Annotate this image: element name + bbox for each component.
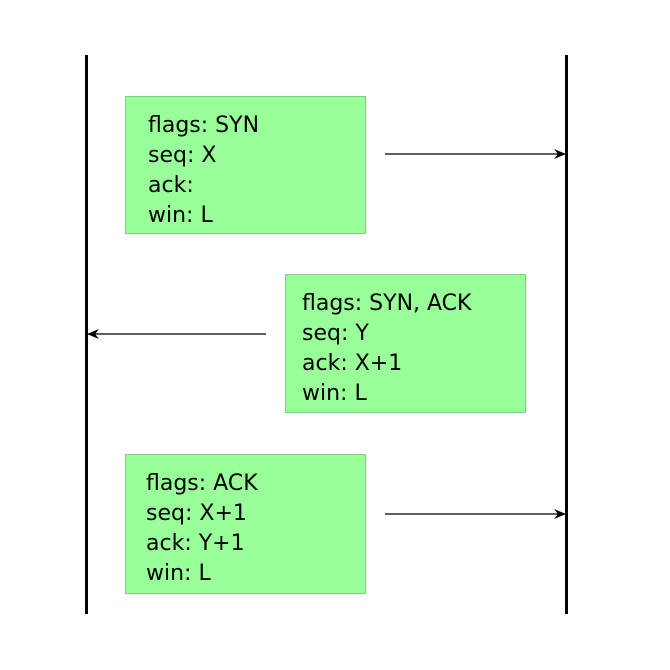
flags-field: flags: SYN, ACK (302, 291, 472, 316)
syn-ack-message-box: flags: SYN, ACK seq: Y ack: X+1 win: L (285, 274, 526, 413)
win-field: win: L (148, 203, 213, 228)
seq-field: seq: X (148, 143, 217, 168)
flags-field: flags: ACK (146, 471, 258, 496)
ack-field: ack: (148, 173, 194, 198)
seq-field: seq: X+1 (146, 501, 247, 526)
syn-message-box: flags: SYN seq: X ack: win: L (125, 96, 366, 234)
ack-field: ack: X+1 (302, 351, 403, 376)
win-field: win: L (146, 561, 211, 586)
seq-field: seq: Y (302, 321, 369, 346)
right-lifeline (565, 55, 568, 614)
flags-field: flags: SYN (148, 113, 260, 138)
ack-message-box: flags: ACK seq: X+1 ack: Y+1 win: L (125, 454, 366, 594)
ack-field: ack: Y+1 (146, 531, 245, 556)
win-field: win: L (302, 381, 367, 406)
left-lifeline (85, 55, 88, 614)
